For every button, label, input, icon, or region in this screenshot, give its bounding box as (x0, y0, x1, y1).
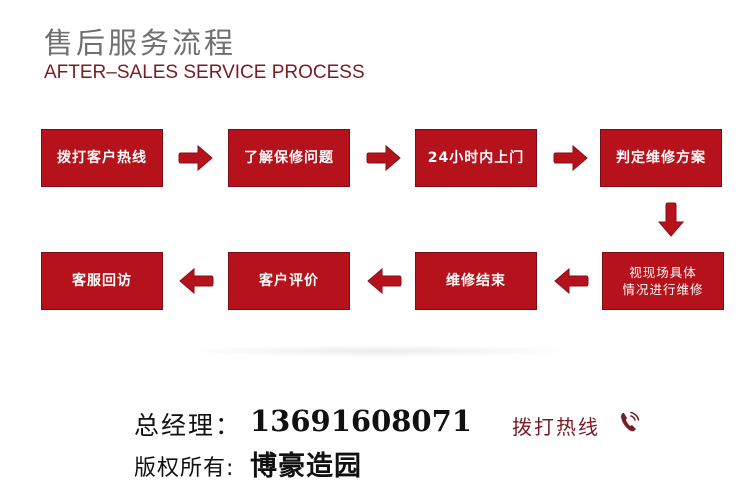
phone-icon[interactable] (618, 410, 640, 434)
step-determine-plan: 判定维修方案 (600, 129, 722, 187)
manager-phone[interactable]: 13691608071 (250, 404, 472, 438)
step-call-hotline: 拨打客户热线 (41, 129, 163, 187)
hotline-label[interactable]: 拨打热线 (512, 415, 600, 439)
step-onsite-repair-line1: 视现场具体 (629, 265, 697, 280)
arrow-left-icon (367, 267, 402, 295)
step-onsite-24h: 24小时内上门 (415, 129, 537, 187)
arrow-left-icon (179, 267, 214, 295)
step-customer-review: 客户评价 (228, 252, 350, 310)
step-onsite-repair-line2: 情况进行维修 (622, 282, 704, 297)
copyright-label: 版权所有: (134, 456, 235, 481)
arrow-right-icon (366, 144, 401, 172)
arrow-right-icon (178, 144, 213, 172)
arrow-left-icon (554, 267, 589, 295)
manager-label: 总经理： (134, 411, 243, 440)
step-understand-issue: 了解保修问题 (228, 129, 350, 187)
page-title: 售后服务流程 (44, 26, 237, 60)
page-subtitle: AFTER–SALES SERVICE PROCESS (44, 62, 365, 83)
copyright-name: 博豪造园 (250, 451, 362, 482)
arrow-right-icon (553, 144, 588, 172)
step-repair-complete: 维修结束 (415, 252, 537, 310)
divider-shadow (180, 345, 580, 357)
step-onsite-repair: 视现场具体 情况进行维修 (602, 252, 724, 310)
arrow-down-icon (657, 202, 685, 237)
step-followup-visit: 客服回访 (41, 252, 163, 310)
